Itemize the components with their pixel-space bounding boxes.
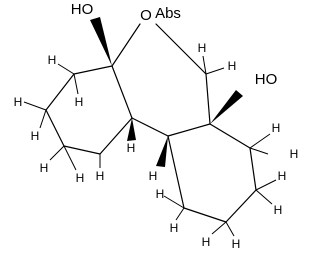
stereo-bonds [90, 17, 243, 167]
hydrogen-label: H [272, 121, 281, 135]
hydrogen-label: H [14, 95, 23, 109]
hydroxyl-label-right: HO [255, 71, 278, 88]
abs-stereo-label: Abs [155, 5, 181, 22]
hydrogen-label: H [156, 187, 165, 201]
chemical-structure-diagram: HO O Abs HO H H H H H H H H H H H H H H … [13, 1, 299, 251]
wedge-bond-oh-top [90, 17, 112, 66]
hydrogen-label: H [274, 203, 283, 217]
hydrogen-label: H [40, 161, 49, 175]
skeleton-bonds [45, 23, 257, 223]
heteroatom-labels: HO O Abs HO [71, 1, 278, 88]
hydrogen-label: H [127, 141, 136, 155]
hydrogen-label: H [75, 95, 84, 109]
hydrogen-label: H [149, 169, 158, 183]
wedge-bond-oh-right [210, 90, 243, 124]
wedge-bond-h-junction [156, 136, 168, 167]
hydrogen-label: H [96, 169, 105, 183]
hydrogen-label: H [232, 237, 241, 251]
hydrogen-label: H [31, 129, 40, 143]
hydrogen-label: H [198, 41, 207, 55]
hydrogen-label: H [228, 59, 237, 73]
wedge-bond-h-center [127, 118, 136, 141]
hydrogen-label: H [170, 221, 179, 235]
hydroxyl-label-top: HO [71, 1, 94, 18]
hydrogen-label: H [278, 169, 287, 183]
hydrogen-labels: H H H H H H H H H H H H H H H H H H H [14, 41, 299, 251]
hydrogen-bonds [23, 55, 277, 237]
hydrogen-label: H [202, 235, 211, 249]
hydrogen-label: H [76, 171, 85, 185]
hydrogen-label: H [48, 53, 57, 67]
hydrogen-label: H [290, 147, 299, 161]
bridge-oxygen-label: O [140, 7, 152, 24]
